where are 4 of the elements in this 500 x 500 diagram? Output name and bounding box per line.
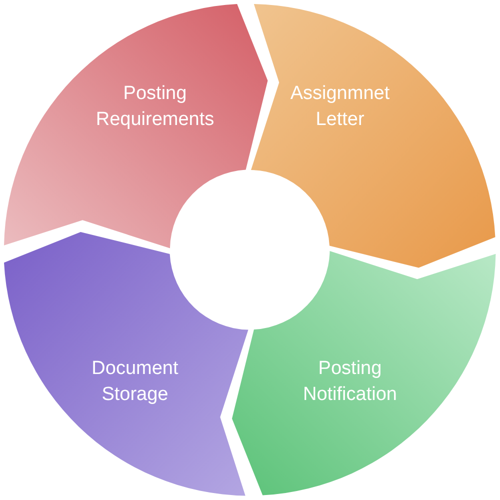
segment-label: Document Storage [90,356,180,407]
segment-label: Posting Notification [302,356,398,407]
segment-label: Posting Requirements [94,82,216,132]
segment-label: Assignmnet Letter [289,82,391,132]
